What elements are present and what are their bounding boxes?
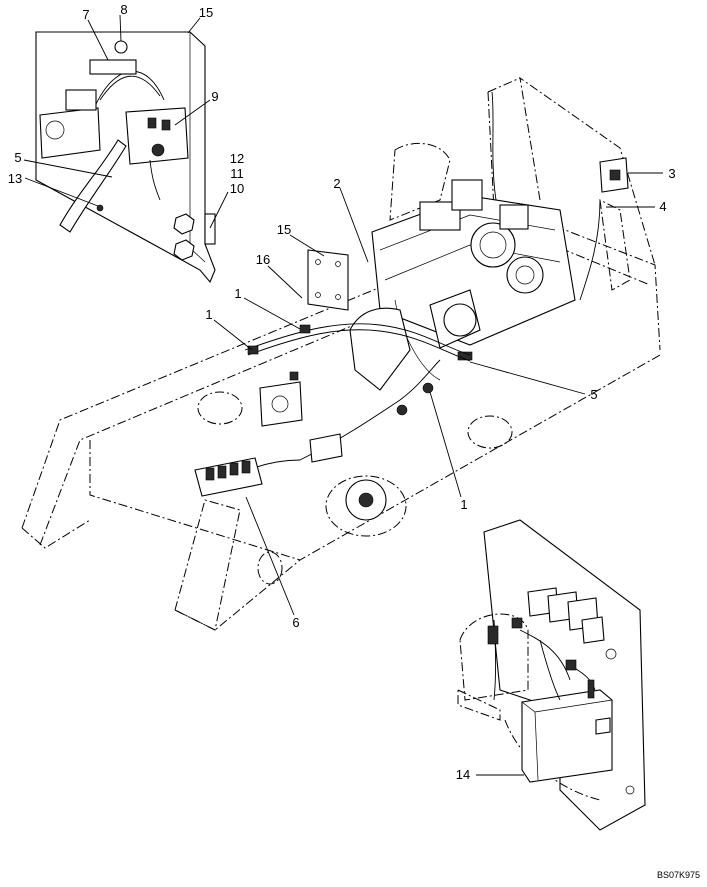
drawing-code: BS07K975 <box>657 870 700 880</box>
callout-5: 5 <box>590 387 597 402</box>
leader-lines <box>23 14 663 776</box>
callout-15-inset: 15 <box>199 5 213 20</box>
callout-1-lower: 1 <box>460 497 467 512</box>
callout-5-inset: 5 <box>14 150 21 165</box>
callout-8: 8 <box>120 2 127 17</box>
callout-1-left: 1 <box>205 307 212 322</box>
callout-10: 10 <box>230 181 244 196</box>
callout-7: 7 <box>82 7 89 22</box>
callout-2: 2 <box>333 176 340 191</box>
callout-12: 12 <box>230 151 244 166</box>
callout-16: 16 <box>256 252 270 267</box>
callout-15: 15 <box>277 222 291 237</box>
callout-6: 6 <box>292 615 299 630</box>
callout-14: 14 <box>456 767 470 782</box>
engine-assembly <box>194 91 629 521</box>
callout-9: 9 <box>211 89 218 104</box>
callouts: 8 7 15 9 5 13 12 11 10 2 3 4 15 16 1 1 5… <box>8 2 676 782</box>
callout-1-upper: 1 <box>234 286 241 301</box>
callout-3: 3 <box>668 166 675 181</box>
detail-inset-bottom-right <box>457 519 646 831</box>
callout-4: 4 <box>659 199 666 214</box>
detail-inset-top-left <box>35 31 216 284</box>
callout-11: 11 <box>230 166 244 181</box>
callout-13: 13 <box>8 171 22 186</box>
